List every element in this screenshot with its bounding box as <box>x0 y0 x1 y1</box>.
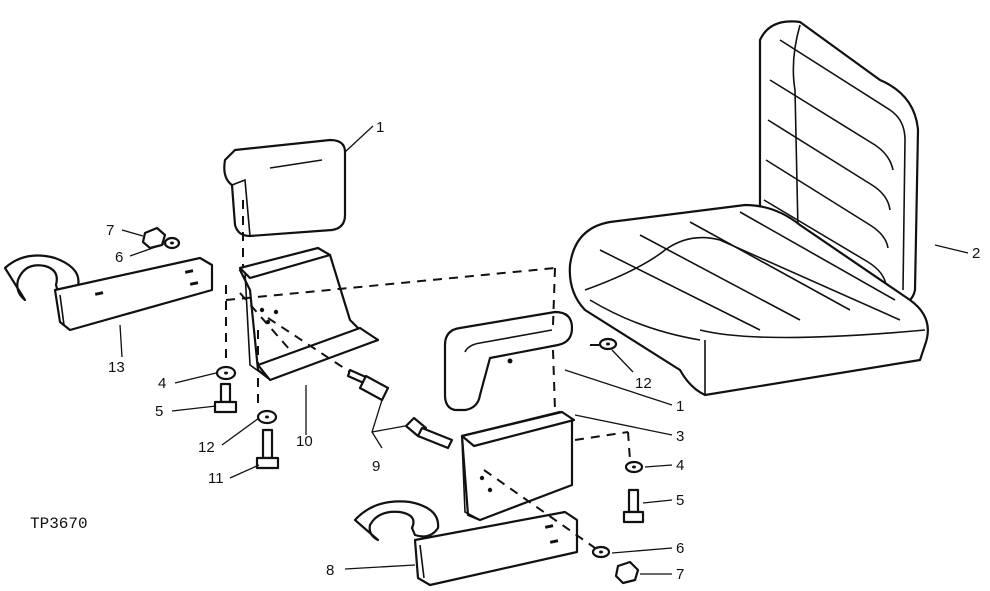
callout-12-right: 12 <box>635 375 652 392</box>
callout-5-right: 5 <box>676 492 684 509</box>
armrest-bracket-left <box>238 246 380 382</box>
callout-7-right: 7 <box>676 566 684 583</box>
mounting-bracket-left <box>3 254 214 332</box>
mounting-bracket-right <box>353 500 579 587</box>
callout-13: 13 <box>108 359 125 376</box>
leader-lines <box>119 125 969 575</box>
armrest-pad-left <box>223 138 347 238</box>
callout-1-left-pad: 1 <box>376 119 384 136</box>
callout-7-left: 7 <box>106 222 114 239</box>
callout-4-right: 4 <box>676 457 684 474</box>
callout-9: 9 <box>372 458 380 475</box>
callout-2-seat: 2 <box>972 245 980 262</box>
armrest-bracket-right <box>460 410 576 522</box>
callout-10: 10 <box>296 433 313 450</box>
callout-3: 3 <box>676 428 684 445</box>
seat-assembly <box>568 20 929 397</box>
callout-8: 8 <box>326 562 334 579</box>
callout-4-left: 4 <box>158 375 166 392</box>
callout-5-left: 5 <box>155 403 163 420</box>
assembly-lines <box>225 200 631 549</box>
callout-6-right: 6 <box>676 540 684 557</box>
callout-11: 11 <box>208 470 224 487</box>
figure-code: TP3670 <box>30 515 88 533</box>
armrest-pad-right <box>443 310 574 412</box>
callout-1-right-pad: 1 <box>676 398 684 415</box>
callout-labels: 1 2 13 7 6 4 5 12 11 10 9 12 1 3 4 5 6 7… <box>30 119 980 583</box>
callout-12-left: 12 <box>198 439 215 456</box>
callout-6-left: 6 <box>115 249 123 266</box>
